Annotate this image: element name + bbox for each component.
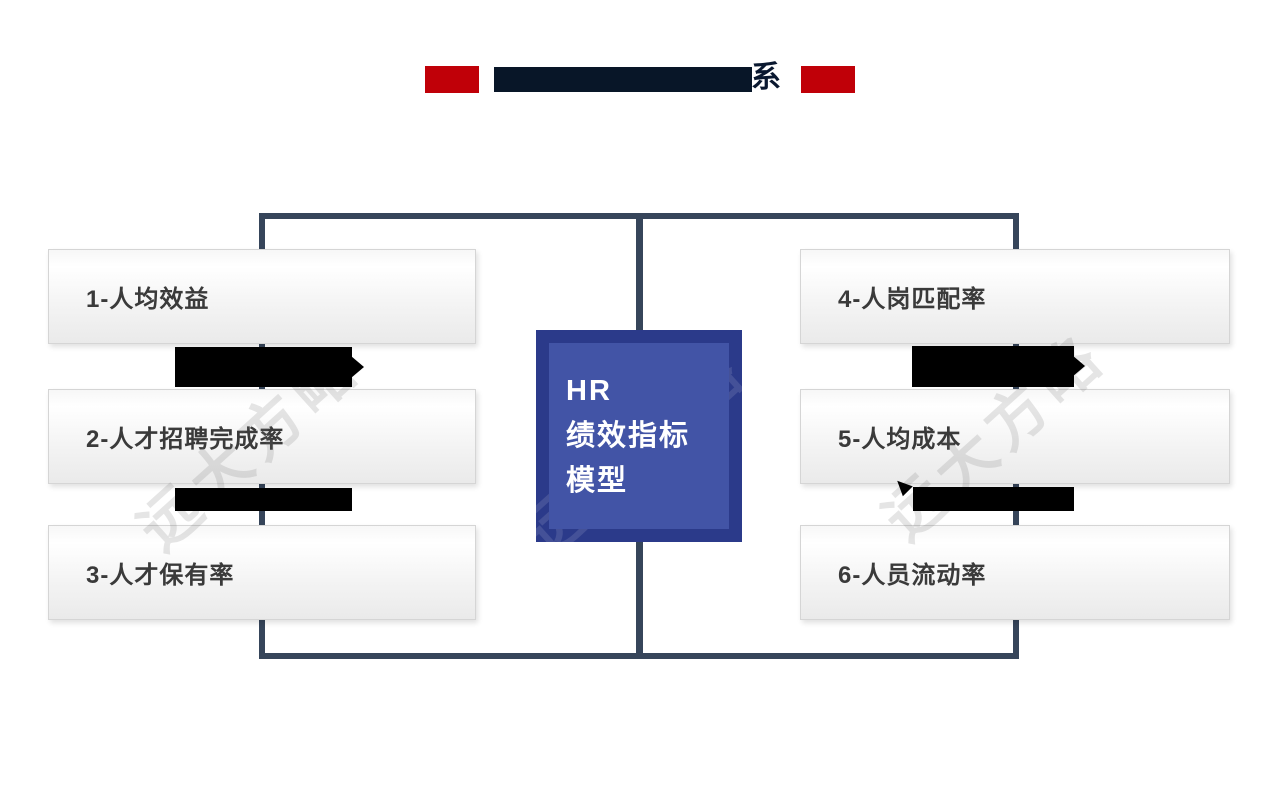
metric-label: 4-人岗匹配率 [838,286,987,313]
metric-box-6: 6-人员流动率 [800,525,1230,620]
metric-label: 2-人才招聘完成率 [86,426,285,453]
title-accent-right [801,66,855,93]
title-redaction-bar [494,67,752,92]
redacted-annotation-bar-left-bottom [175,488,352,511]
metric-box-1: 1-人均效益 [48,249,476,344]
hr-model-title-line1: HR [566,374,612,407]
hr-model-title-line3: 模型 [566,464,629,497]
hr-model-box-inner: HR 绩效指标 模型 [549,343,729,529]
hr-model-title-line2: 绩效指标 [566,419,691,452]
metric-box-2: 2-人才招聘完成率 [48,389,476,484]
metric-label: 5-人均成本 [838,426,962,453]
title-accent-left [425,66,479,93]
hr-model-box: 远大方略 HR 绩效指标 模型 [536,330,742,542]
metric-box-5: 5-人均成本 [800,389,1230,484]
metric-label: 6-人员流动率 [838,562,987,589]
metric-box-4: 4-人岗匹配率 [800,249,1230,344]
redacted-annotation-bar-left-top [175,347,352,387]
arrow-right-icon [1072,355,1085,377]
metric-box-3: 3-人才保有率 [48,525,476,620]
redacted-annotation-bar-right-top [912,346,1074,387]
redacted-annotation-bar-right-bottom [913,487,1074,511]
metric-label: 3-人才保有率 [86,562,235,589]
metric-label: 1-人均效益 [86,286,210,313]
page-title-suffix: 系 [751,61,781,94]
arrow-right-icon [351,356,364,378]
